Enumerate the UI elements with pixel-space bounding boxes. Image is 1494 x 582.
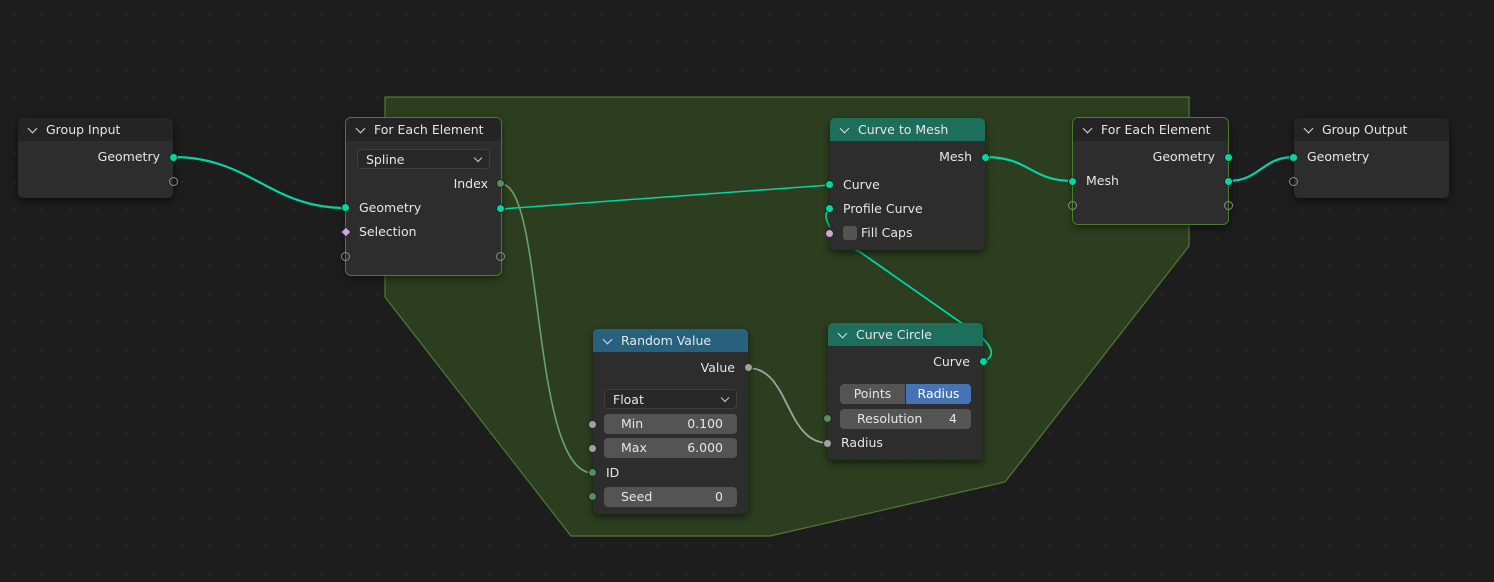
output-socket-curve[interactable]: [979, 357, 988, 366]
output-socket-empty[interactable]: [169, 177, 178, 186]
data-type-dropdown[interactable]: Float: [604, 389, 737, 409]
input-socket-curve[interactable]: [825, 180, 834, 189]
link-group-input-geometry: [171, 155, 348, 210]
link-index-id: [500, 183, 594, 474]
input-socket-empty[interactable]: [341, 252, 350, 261]
domain-dropdown[interactable]: Spline: [357, 149, 490, 169]
curve-circle-header[interactable]: Curve Circle: [828, 323, 983, 346]
for-each-output-header[interactable]: For Each Element: [1073, 118, 1228, 141]
link-output-geometry: [1226, 155, 1296, 183]
fill-caps-label: Fill Caps: [861, 225, 913, 240]
node-title: Curve Circle: [856, 327, 932, 342]
link-value-radius: [747, 367, 829, 444]
min-field[interactable]: Min 0.100: [604, 414, 737, 434]
input-socket-empty[interactable]: [1068, 201, 1077, 210]
chevron-down-icon: [473, 153, 483, 163]
input-socket-mesh[interactable]: [1068, 177, 1077, 186]
output-socket-mesh[interactable]: [1224, 177, 1233, 186]
input-row-geometry: Geometry: [359, 200, 422, 215]
random-value-node[interactable]: Random Value Value Float Min 0.100 Max 6…: [588, 329, 753, 514]
resolution-field[interactable]: Resolution 4: [840, 409, 971, 429]
link-zone-geometry-curve: [500, 184, 831, 210]
input-row-mesh: Mesh: [1086, 173, 1119, 188]
input-row-curve: Curve: [843, 177, 880, 192]
curve-to-mesh-header[interactable]: Curve to Mesh: [830, 118, 985, 141]
input-socket-fill-caps[interactable]: [825, 229, 834, 238]
input-socket-min[interactable]: [588, 420, 597, 429]
node-title: Group Input: [46, 122, 121, 137]
output-socket-geometry[interactable]: [1224, 153, 1233, 162]
input-socket-resolution[interactable]: [823, 414, 832, 423]
collapse-chevron-icon[interactable]: [355, 123, 366, 134]
group-input-header[interactable]: Group Input: [18, 118, 173, 141]
input-socket-profile-curve[interactable]: [825, 204, 834, 213]
collapse-chevron-icon[interactable]: [27, 123, 38, 134]
input-socket-radius[interactable]: [823, 439, 832, 448]
output-socket-value[interactable]: [744, 363, 753, 372]
node-title: Group Output: [1322, 122, 1408, 137]
group-output-header[interactable]: Group Output: [1294, 118, 1449, 141]
random-value-header[interactable]: Random Value: [593, 329, 748, 352]
input-socket-geometry[interactable]: [1289, 153, 1298, 162]
collapse-chevron-icon[interactable]: [839, 123, 850, 134]
node-title: For Each Element: [1101, 122, 1211, 137]
max-field[interactable]: Max 6.000: [604, 438, 737, 458]
mode-points-button[interactable]: Points: [840, 384, 905, 404]
output-socket-empty[interactable]: [1224, 201, 1233, 210]
seed-field[interactable]: Seed 0: [604, 487, 737, 507]
output-row-geometry: Geometry: [1152, 149, 1215, 164]
input-row-radius: Radius: [841, 435, 883, 450]
for-each-input-node[interactable]: For Each Element Spline Index Geometry S…: [340, 117, 505, 276]
input-row-selection: Selection: [359, 224, 417, 239]
input-socket-empty[interactable]: [1289, 177, 1298, 186]
for-each-zone: [384, 96, 1190, 537]
collapse-chevron-icon[interactable]: [837, 328, 848, 339]
collapse-chevron-icon[interactable]: [602, 334, 613, 345]
curve-to-mesh-node[interactable]: Curve to Mesh Mesh Curve Profile Curve F…: [825, 118, 990, 250]
node-title: For Each Element: [374, 122, 484, 137]
mode-radius-button[interactable]: Radius: [906, 384, 971, 404]
input-socket-geometry[interactable]: [341, 203, 350, 212]
output-socket-mesh[interactable]: [981, 153, 990, 162]
input-row-id: ID: [606, 465, 620, 480]
link-circle-profile: [825, 208, 993, 363]
output-row-mesh: Mesh: [939, 149, 972, 164]
for-each-output-node[interactable]: For Each Element Geometry Mesh: [1068, 117, 1233, 225]
input-row-geometry: Geometry: [1307, 149, 1370, 164]
output-socket-geometry[interactable]: [169, 153, 178, 162]
node-title: Random Value: [621, 333, 712, 348]
output-socket-empty[interactable]: [496, 252, 505, 261]
input-socket-seed[interactable]: [588, 492, 597, 501]
input-socket-max[interactable]: [588, 444, 597, 453]
group-input-node[interactable]: Group Input Geometry: [18, 118, 178, 198]
output-row-curve: Curve: [933, 354, 970, 369]
output-row-geometry: Geometry: [97, 149, 160, 164]
for-each-input-header[interactable]: For Each Element: [346, 118, 501, 141]
link-mesh-mesh: [983, 155, 1075, 183]
fill-caps-checkbox[interactable]: [843, 226, 857, 240]
output-socket-index[interactable]: [496, 179, 505, 188]
input-socket-id[interactable]: [588, 468, 597, 477]
chevron-down-icon: [720, 393, 730, 403]
curve-circle-node[interactable]: Curve Circle Curve Points Radius Resolut…: [823, 323, 988, 460]
output-socket-geometry[interactable]: [496, 204, 505, 213]
collapse-chevron-icon[interactable]: [1303, 123, 1314, 134]
output-row-index: Index: [453, 176, 488, 191]
collapse-chevron-icon[interactable]: [1082, 123, 1093, 134]
output-row-value: Value: [700, 360, 735, 375]
node-title: Curve to Mesh: [858, 122, 949, 137]
input-row-profile-curve: Profile Curve: [843, 201, 923, 216]
group-output-node[interactable]: Group Output Geometry: [1289, 118, 1449, 198]
